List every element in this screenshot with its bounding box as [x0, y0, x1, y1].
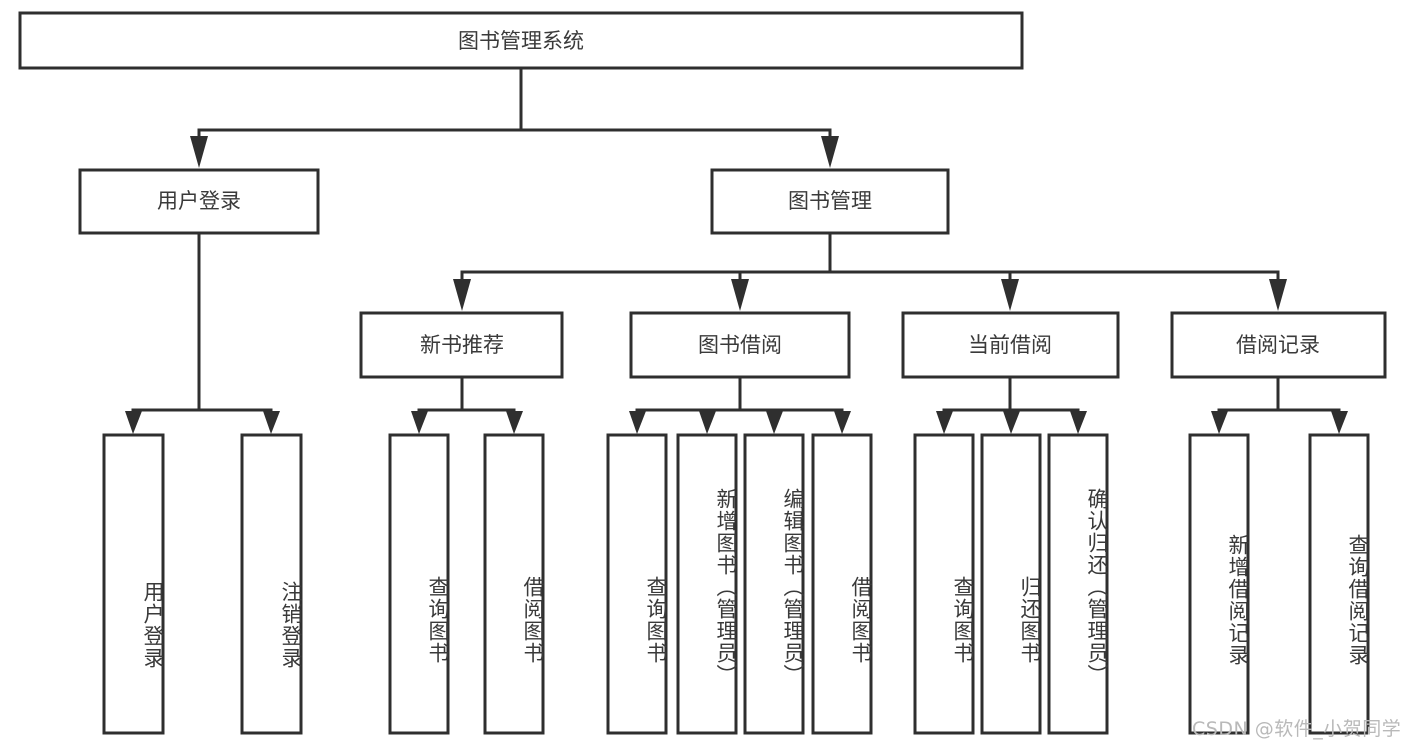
watermark-text: CSDN @软件_小贺同学: [1192, 718, 1402, 740]
arrow-head-icon: [1331, 411, 1348, 434]
arrow-head-icon: [731, 279, 749, 311]
leaf-box-borrow-book-1[interactable]: [483, 433, 545, 735]
connector-book-borrow-to-leaves: [629, 375, 851, 434]
leaf-box-query-record[interactable]: [1308, 433, 1370, 735]
arrow-head-icon: [834, 411, 851, 434]
arrow-head-icon: [1269, 279, 1287, 311]
arrow-head-icon: [821, 136, 839, 168]
leaf-box-add-record[interactable]: [1188, 433, 1250, 735]
arrow-head-icon: [506, 411, 523, 434]
arrow-head-icon: [1003, 411, 1020, 434]
leaf-box-return-book[interactable]: [980, 433, 1042, 735]
node-book-borrow-box[interactable]: [629, 311, 851, 379]
arrow-head-icon: [453, 279, 471, 311]
node-user-login-box[interactable]: [78, 168, 320, 235]
connector-new-book-to-leaves: [411, 375, 523, 434]
arrow-head-icon: [936, 411, 953, 434]
leaf-box-add-book[interactable]: [676, 433, 738, 735]
leaf-box-borrow-book-2[interactable]: [811, 433, 873, 735]
node-root-box[interactable]: [18, 11, 1024, 70]
arrow-head-icon: [190, 136, 208, 168]
connector-user-login-to-leaves: [125, 231, 280, 434]
connector-root-to-level1: [190, 66, 839, 168]
leaf-box-logout[interactable]: [240, 433, 303, 735]
leaf-box-confirm-return[interactable]: [1047, 433, 1109, 735]
arrow-head-icon: [629, 411, 646, 434]
node-borrow-record-box[interactable]: [1170, 311, 1387, 379]
arrow-head-icon: [766, 411, 783, 434]
arrow-head-icon: [699, 411, 716, 434]
node-book-borrow-label: 图书借阅: [698, 333, 782, 357]
leaf-box-query-book-3[interactable]: [913, 433, 975, 735]
arrow-head-icon: [411, 411, 428, 434]
node-current-borrow-box[interactable]: [901, 311, 1120, 379]
connector-borrow-record-to-leaves: [1211, 375, 1348, 434]
connector-current-borrow-to-leaves: [936, 375, 1087, 434]
connector-book-mgmt-to-level2: [453, 231, 1287, 311]
node-root-label: 图书管理系统: [458, 29, 584, 53]
node-book-mgmt-box[interactable]: [710, 168, 950, 235]
node-user-login-label: 用户登录: [157, 189, 241, 213]
node-new-book-rec-box[interactable]: [359, 311, 564, 379]
node-new-book-rec-label: 新书推荐: [420, 333, 504, 357]
leaf-box-user-login[interactable]: [102, 433, 165, 735]
arrow-head-icon: [1070, 411, 1087, 434]
leaf-box-query-book-1[interactable]: [388, 433, 450, 735]
node-borrow-record-label: 借阅记录: [1236, 333, 1320, 357]
arrow-head-icon: [1001, 279, 1019, 311]
leaf-box-edit-book[interactable]: [743, 433, 805, 735]
node-current-borrow-label: 当前借阅: [968, 333, 1052, 357]
node-book-mgmt-label: 图书管理: [788, 189, 872, 213]
arrow-head-icon: [1211, 411, 1228, 434]
arrow-head-icon: [263, 411, 280, 434]
arrow-head-icon: [125, 411, 142, 434]
leaf-box-query-book-2[interactable]: [606, 433, 668, 735]
